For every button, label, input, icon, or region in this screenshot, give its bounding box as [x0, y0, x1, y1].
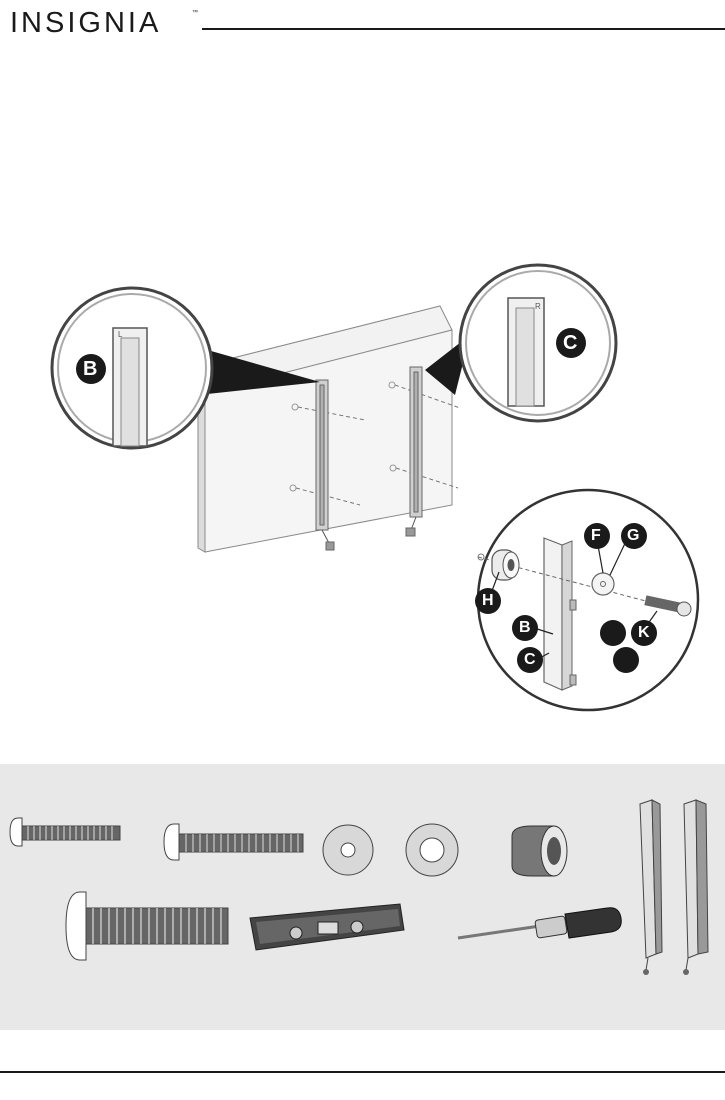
- spacer-sleeve-part: [512, 826, 567, 876]
- screwdriver-part: [458, 908, 621, 939]
- washer-part: [592, 573, 614, 595]
- wall-plate-left-part: [640, 800, 662, 975]
- magnifier-right: [425, 265, 616, 421]
- callout-h: H: [482, 592, 483, 593]
- callout-g: G: [627, 527, 628, 528]
- parts-illustration: [0, 764, 725, 1030]
- parts-panel: [0, 764, 725, 1030]
- bracket-side-l: L: [118, 330, 119, 331]
- long-screw-part: [66, 892, 228, 960]
- callout-c-detail: C: [524, 651, 525, 652]
- bubble-level-part: [250, 904, 404, 950]
- callout-f: F: [591, 527, 592, 528]
- bracket-side-r: R: [535, 302, 536, 303]
- short-screw-part: [10, 818, 120, 846]
- washer-large-part: [406, 824, 458, 876]
- installation-illustration: [0, 0, 725, 760]
- spacer-part: [492, 550, 519, 580]
- wall-plate-right-part: [683, 800, 708, 975]
- washer-small-part: [323, 825, 373, 875]
- footer-rule: [0, 1071, 725, 1073]
- callout-b: B: [85, 358, 86, 359]
- callout-c: C: [565, 332, 566, 333]
- callout-b-detail: B: [519, 619, 520, 620]
- detail-magnifier: [475, 490, 698, 710]
- medium-screw-part: [164, 824, 303, 860]
- callout-k: K: [638, 624, 639, 625]
